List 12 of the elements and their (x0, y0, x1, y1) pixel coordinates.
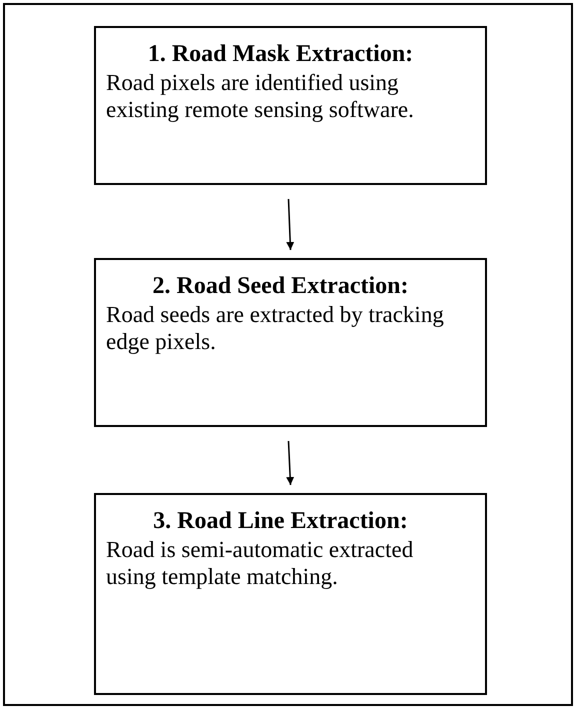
arrow (286, 440, 294, 486)
step-description: Road is semi-automatic extracted using template matching. (106, 536, 414, 591)
process-box (94, 258, 487, 427)
process-box (94, 26, 487, 185)
step-heading: 1. Road Mask Extraction: (146, 40, 414, 69)
step-heading: 3. Road Line Extraction: (152, 507, 409, 536)
step-heading: 2. Road Seed Extraction: (152, 272, 410, 301)
step-description: Road pixels are identified using existing remote sensing software. (106, 68, 415, 124)
frame-box (3, 3, 573, 706)
arrow (286, 198, 294, 250)
step-description: Road seeds are extracted by tracking edge pixels. (106, 300, 445, 356)
process-box (94, 493, 487, 695)
